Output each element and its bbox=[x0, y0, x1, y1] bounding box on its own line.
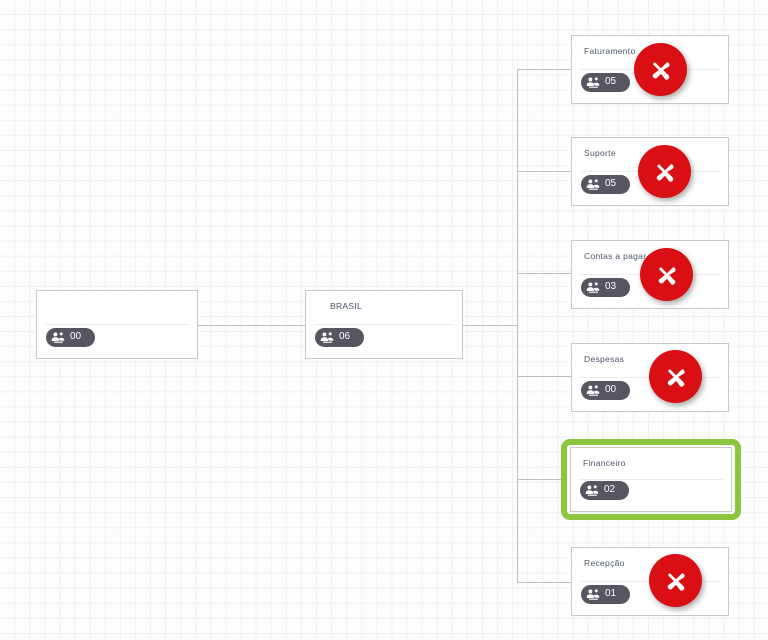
member-count-value: 03 bbox=[605, 281, 617, 292]
users-group-icon bbox=[51, 331, 66, 344]
member-count-badge[interactable]: 05 bbox=[581, 175, 630, 194]
delete-node-button-faturamento[interactable] bbox=[634, 43, 687, 96]
node-divider bbox=[579, 479, 723, 480]
delete-node-button-contas-a-pagar[interactable] bbox=[640, 248, 693, 301]
users-group-icon bbox=[586, 178, 601, 191]
connector-brasil-to-trunk bbox=[463, 325, 518, 326]
member-count-value: 02 bbox=[604, 484, 616, 495]
org-node-brasil[interactable]: BRASIL 06 bbox=[305, 290, 463, 359]
delete-node-button-suporte[interactable] bbox=[638, 145, 691, 198]
close-x-icon bbox=[651, 158, 679, 186]
member-count-badge[interactable]: 00 bbox=[46, 328, 95, 347]
users-group-icon bbox=[586, 384, 601, 397]
connector-branch-6 bbox=[517, 582, 572, 583]
connector-trunk-vertical bbox=[517, 69, 518, 582]
member-count-badge[interactable]: 01 bbox=[581, 585, 630, 604]
users-group-icon bbox=[586, 281, 601, 294]
users-group-icon bbox=[585, 484, 600, 497]
connector-branch-4 bbox=[517, 376, 572, 377]
member-count-value: 05 bbox=[605, 178, 617, 189]
member-count-badge[interactable]: 00 bbox=[581, 381, 630, 400]
org-node-title: Recepção bbox=[584, 558, 625, 568]
close-x-icon bbox=[662, 567, 690, 595]
member-count-value: 01 bbox=[605, 588, 617, 599]
member-count-badge[interactable]: 03 bbox=[581, 278, 630, 297]
node-divider bbox=[45, 324, 189, 325]
connector-branch-3 bbox=[517, 273, 572, 274]
users-group-icon bbox=[586, 76, 601, 89]
delete-node-button-recepcao[interactable] bbox=[649, 554, 702, 607]
connector-branch-1 bbox=[517, 69, 572, 70]
org-node-root[interactable]: 00 bbox=[36, 290, 198, 359]
users-group-icon bbox=[586, 588, 601, 601]
close-x-icon bbox=[662, 363, 690, 391]
close-x-icon bbox=[647, 56, 675, 84]
org-node-title: Suporte bbox=[584, 148, 616, 158]
users-group-icon bbox=[320, 331, 335, 344]
member-count-badge[interactable]: 06 bbox=[315, 328, 364, 347]
org-node-title: Despesas bbox=[584, 354, 625, 364]
member-count-value: 05 bbox=[605, 76, 617, 87]
member-count-value: 06 bbox=[339, 331, 351, 342]
org-node-title: BRASIL bbox=[330, 301, 363, 311]
member-count-value: 00 bbox=[70, 331, 82, 342]
member-count-badge[interactable]: 05 bbox=[581, 73, 630, 92]
org-node-title: Financeiro bbox=[583, 458, 626, 468]
connector-branch-5 bbox=[517, 479, 565, 480]
org-node-title: Faturamento bbox=[584, 46, 636, 56]
org-node-title: Contas a pagar bbox=[584, 251, 647, 261]
connector-branch-2 bbox=[517, 171, 572, 172]
org-node-financeiro[interactable]: Financeiro 02 bbox=[570, 447, 732, 512]
member-count-value: 00 bbox=[605, 384, 617, 395]
node-divider bbox=[314, 324, 454, 325]
close-x-icon bbox=[653, 261, 681, 289]
member-count-badge[interactable]: 02 bbox=[580, 481, 629, 500]
delete-node-button-despesas[interactable] bbox=[649, 350, 702, 403]
connector-root-to-brasil bbox=[198, 325, 305, 326]
